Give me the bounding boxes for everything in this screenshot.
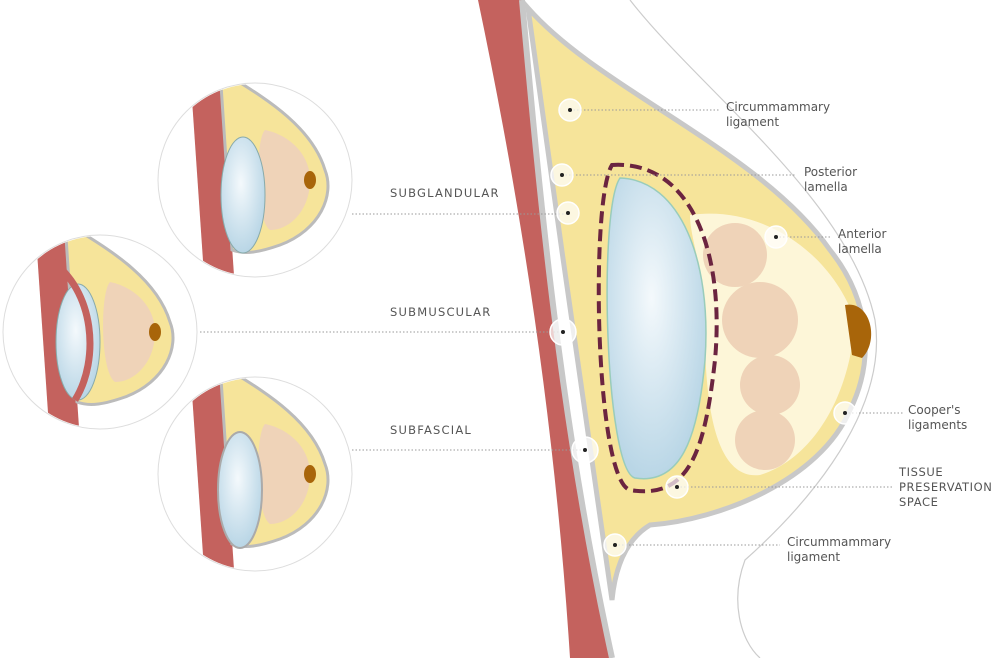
leader-lines (200, 109, 903, 546)
label-circummammary-ligament-top: Circummammary ligament (726, 100, 831, 129)
label-tissue-preservation-space: TISSUE PRESERVATION SPACE (899, 465, 993, 509)
label-coopers-ligaments: Cooper's ligaments (908, 403, 968, 432)
label-subfascial: SUBFASCIAL (390, 423, 473, 437)
submuscular-inset (2, 234, 198, 430)
subfascial-inset (157, 376, 353, 572)
label-subglandular: SUBGLANDULAR (390, 186, 500, 200)
label-circummammary-ligament-bottom: Circummammary ligament (787, 535, 892, 564)
label-anterior-lamella: Anterior lamella (838, 227, 887, 256)
main-cross-section (478, 0, 872, 658)
label-submuscular: SUBMUSCULAR (390, 305, 492, 319)
label-posterior-lamella: Posterior lamella (804, 165, 858, 194)
marker-points (549, 98, 857, 557)
subglandular-inset (157, 82, 353, 278)
